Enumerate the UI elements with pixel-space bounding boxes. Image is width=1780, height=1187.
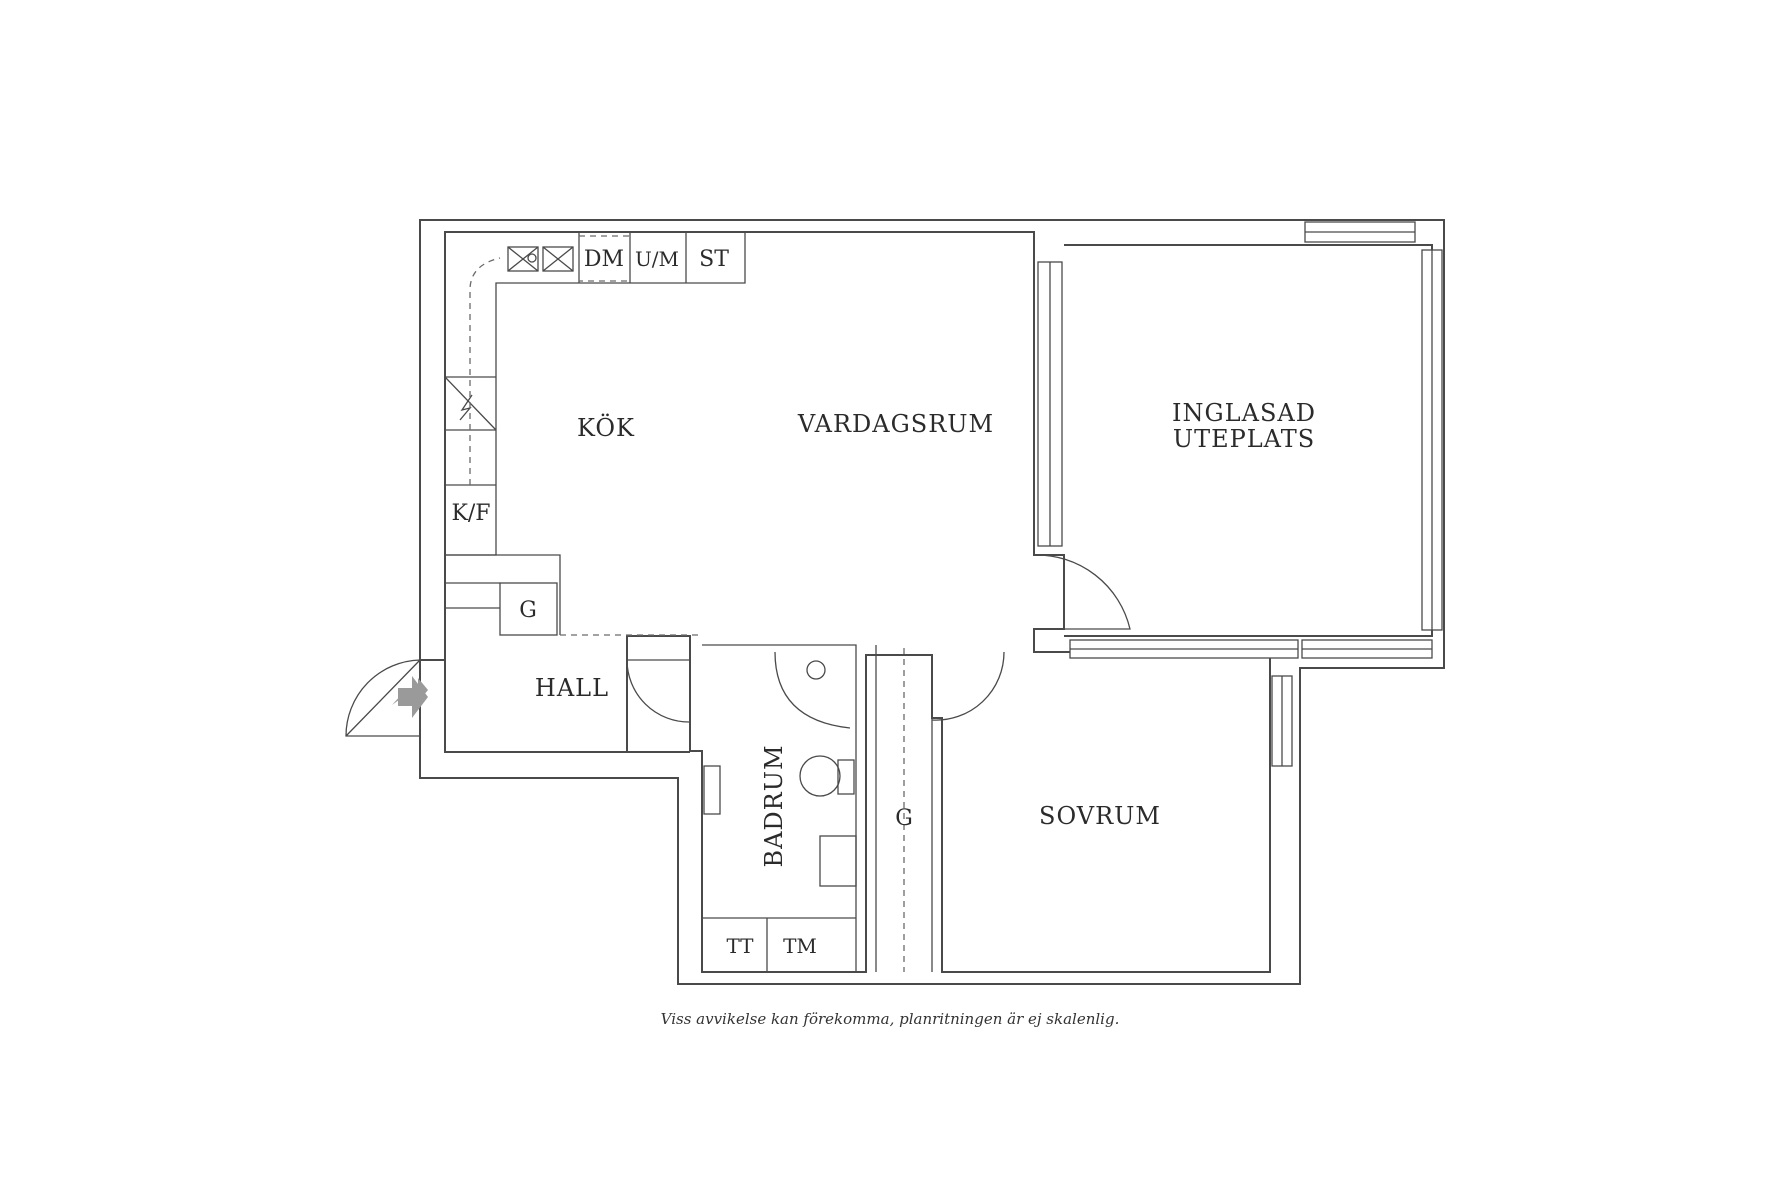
shower-curtain [774, 651, 851, 729]
bedroom-door[interactable] [931, 651, 1005, 721]
room-label-glazed-patio: UTEPLATS [1173, 425, 1315, 453]
outer-wall [419, 219, 1445, 985]
kitchen-lower-wall [445, 554, 561, 635]
washbasin-icon [819, 835, 857, 887]
bedroom-wardrobe [875, 645, 933, 972]
fixture-label-tumble-dryer: TT [726, 934, 754, 958]
toilet-tank [837, 759, 855, 795]
laundry-counter [702, 917, 856, 972]
toilet-icon [799, 755, 841, 797]
room-label-hall: HALL [535, 674, 609, 702]
room-label-bathroom: BADRUM [760, 744, 788, 867]
sink-icon [507, 246, 539, 272]
sink-icon [542, 246, 574, 272]
fixture-label-dishwasher: DM [584, 247, 624, 272]
room-label-bedroom: SOVRUM [1039, 802, 1161, 830]
fixture-label-microwave: U/M [635, 247, 679, 271]
bathroom-cabinet [703, 765, 721, 815]
room-label-living-room: VARDAGSRUM [797, 410, 994, 438]
disclaimer: Viss avvikelse kan förekomma, planritnin… [660, 1010, 1120, 1028]
entrance-door[interactable] [345, 659, 421, 737]
fixture-label-hall-wardrobe: G [519, 598, 537, 623]
patio-door[interactable] [1033, 554, 1131, 630]
fixture-label-washing-machine: TM [783, 934, 817, 958]
tap-icon [527, 253, 537, 263]
fixture-label-stove: ST [699, 247, 729, 272]
dishwasher-outline [578, 235, 631, 282]
inner-wall [444, 231, 1271, 973]
room-label-glazed-patio: INGLASAD [1172, 399, 1316, 427]
fixture-label-fridge-freezer: K/F [451, 501, 490, 526]
fixture-label-bedroom-wardrobe: G [895, 806, 913, 831]
hall-wall [420, 659, 690, 753]
room-label-kitchen: KÖK [577, 413, 635, 442]
entry-arrow-icon [398, 676, 428, 718]
bathroom-door[interactable] [626, 659, 691, 723]
counter-dashed-edge [469, 257, 501, 485]
shower-head-icon [806, 660, 826, 680]
hall-wardrobe [499, 582, 558, 636]
